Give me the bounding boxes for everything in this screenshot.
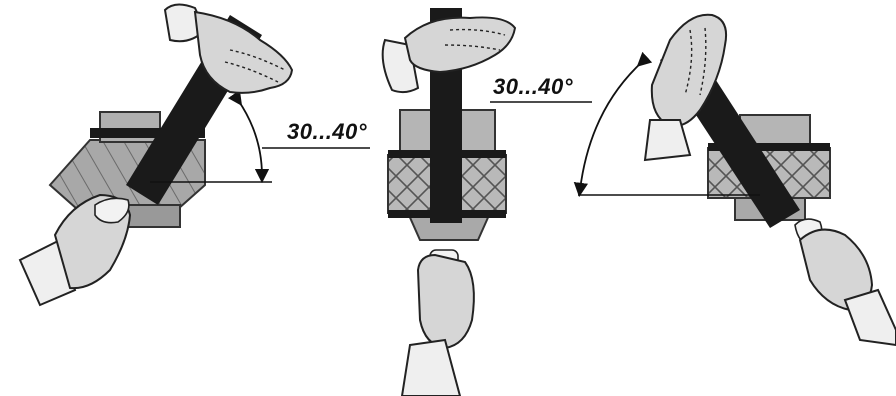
hand-lower-right [795, 219, 896, 345]
panel-center [383, 8, 515, 396]
angle-label-left: 30...40° [287, 119, 367, 145]
angle-arc-right [580, 62, 642, 190]
hand-lower-center [402, 250, 474, 396]
angle-arc-left [238, 100, 262, 176]
panel-left [20, 4, 370, 305]
panel-right [490, 15, 896, 345]
angle-label-right: 30...40° [493, 74, 573, 100]
hand-lower-left [20, 195, 130, 305]
